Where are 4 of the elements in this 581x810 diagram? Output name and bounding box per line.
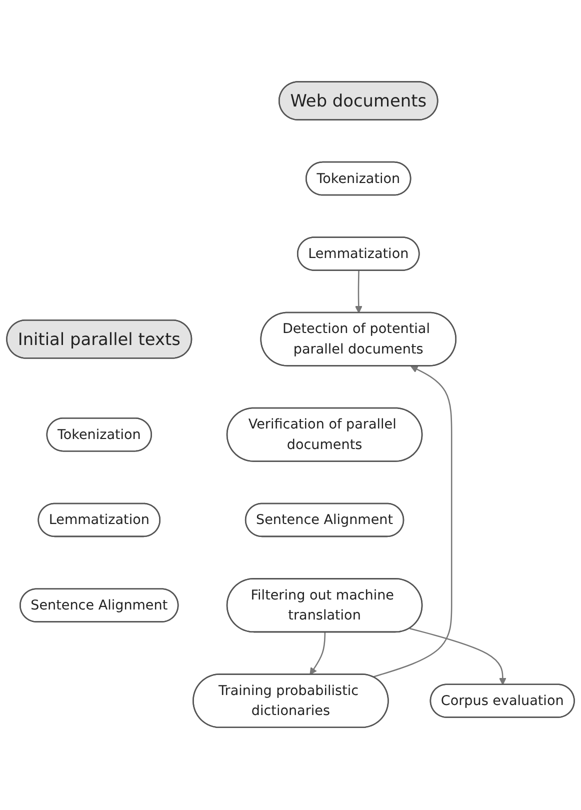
arrow	[354, 271, 362, 314]
arrow	[372, 366, 452, 678]
arrow	[409, 628, 506, 686]
arrow	[310, 632, 326, 676]
